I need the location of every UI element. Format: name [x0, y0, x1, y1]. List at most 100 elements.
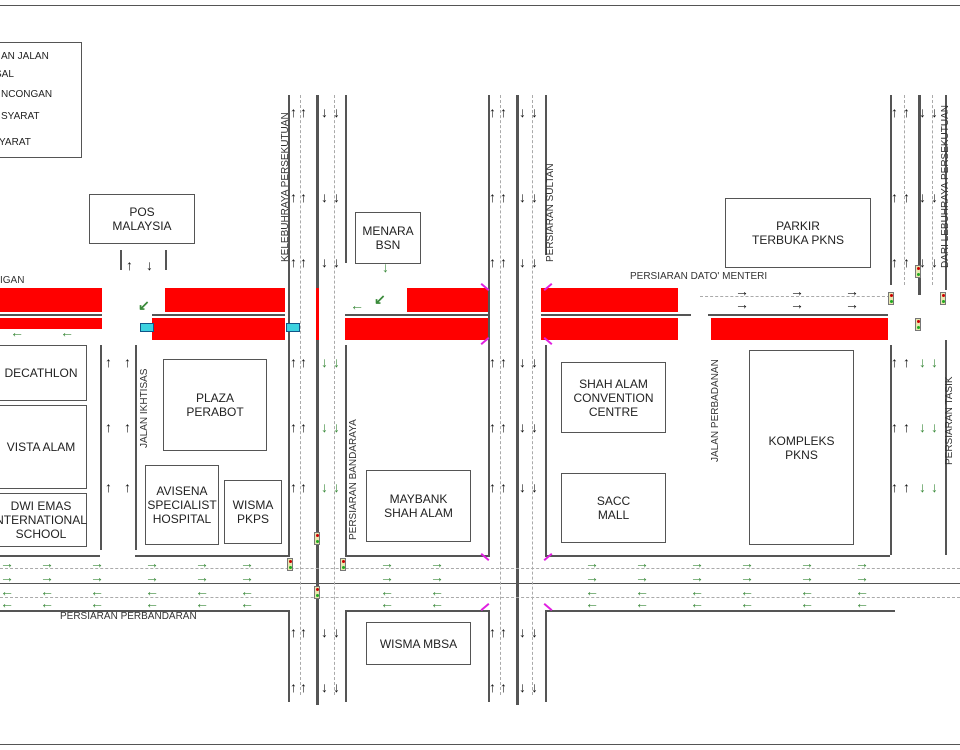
arrow-right-icon: →: [690, 555, 704, 571]
arrow-up-icon: ↑: [124, 479, 131, 495]
road-edge: [345, 612, 347, 702]
arrow-up-icon: ↑: [300, 624, 307, 640]
arrow-up-icon: ↑: [500, 104, 507, 120]
legend-item: AN JALAN: [1, 51, 49, 62]
arrow-right-icon: →: [145, 569, 159, 585]
road-edge: [890, 345, 892, 555]
arrow-down-icon: ↓: [531, 354, 538, 370]
traffic-light-icon: [340, 558, 346, 571]
road-closure: [152, 318, 285, 340]
arrow-right-icon: →: [430, 569, 444, 585]
arrow-right-icon: →: [800, 569, 814, 585]
arrow-up-icon: ↑: [903, 479, 910, 495]
arrow-up-icon: ↑: [300, 254, 307, 270]
arrow-up-icon: ↑: [891, 479, 898, 495]
arrow-up-icon: ↑: [105, 354, 112, 370]
arrow-up-icon: ↑: [105, 479, 112, 495]
arrow-left-icon: ←: [380, 583, 394, 599]
road-edge: [135, 555, 290, 557]
arrow-down-icon: ↓: [931, 354, 938, 370]
arrow-up-icon: ↑: [489, 624, 496, 640]
arrow-left-icon: ←: [0, 595, 14, 611]
arrow-down-icon: ↓: [321, 679, 328, 695]
arrow-down-icon: ↓: [519, 479, 526, 495]
arrow-left-icon: ←: [855, 583, 869, 599]
legend-item: YARAT: [0, 137, 31, 148]
arrow-right-icon: →: [845, 296, 859, 312]
arrow-up-icon: ↑: [300, 679, 307, 695]
arrow-left-icon: ←: [240, 595, 254, 611]
arrow-up-icon: ↑: [489, 679, 496, 695]
traffic-light-icon: [314, 532, 320, 545]
arrow-up-icon: ↑: [500, 419, 507, 435]
building-wisma-mbsa: WISMA MBSA: [366, 622, 471, 665]
arrow-left-icon: ←: [585, 595, 599, 611]
road-edge: [945, 340, 947, 555]
road-edge: [345, 610, 490, 612]
road-edge: [918, 95, 921, 295]
arrow-right-icon: →: [740, 555, 754, 571]
arrow-up-icon: ↑: [891, 254, 898, 270]
arrow-right-icon: →: [735, 296, 749, 312]
road-edge: [345, 345, 347, 555]
arrow-left-icon: ←: [690, 595, 704, 611]
arrow-up-icon: ↑: [500, 624, 507, 640]
arrow-down-icon: ↓: [321, 479, 328, 495]
arrow-right-icon: →: [145, 555, 159, 571]
arrow-left-icon: ←: [40, 583, 54, 599]
arrow-up-icon: ↑: [500, 679, 507, 695]
arrow-right-icon: →: [790, 296, 804, 312]
road-edge: [0, 583, 960, 584]
arrow-right-icon: →: [380, 569, 394, 585]
arrow-left-icon: ←: [0, 583, 14, 599]
arrow-right-icon: →: [635, 555, 649, 571]
arrow-right-icon: →: [195, 569, 209, 585]
arrow-right-icon: →: [40, 555, 54, 571]
arrow-down-icon: ↓: [919, 354, 926, 370]
arrow-right-icon: →: [430, 555, 444, 571]
median: [152, 314, 285, 316]
arrow-up-icon: ↑: [891, 419, 898, 435]
arrow-down-icon: ↓: [321, 254, 328, 270]
road-edge: [945, 95, 947, 290]
arrow-down-icon: ↓: [531, 419, 538, 435]
arrow-up-icon: ↑: [891, 104, 898, 120]
arrow-right-icon: →: [800, 555, 814, 571]
arrow-down-icon: ↓: [333, 104, 340, 120]
road-edge: [0, 610, 290, 612]
arrow-left-icon: ←: [740, 583, 754, 599]
arrow-left-icon: ←: [240, 583, 254, 599]
arrow-right-icon: →: [855, 555, 869, 571]
arrow-left-icon: ←: [195, 583, 209, 599]
arrow-left-icon: ←: [690, 583, 704, 599]
arrow-up-icon: ↑: [500, 354, 507, 370]
arrow-up-icon: ↑: [891, 354, 898, 370]
median: [541, 314, 691, 316]
arrow-down-icon: ↓: [519, 254, 526, 270]
arrow-up-icon: ↑: [290, 104, 297, 120]
traffic-light-icon: [287, 558, 293, 571]
arrow-up-icon: ↑: [290, 479, 297, 495]
arrow-left-icon: ←: [855, 595, 869, 611]
arrow-down-icon: ↓: [531, 679, 538, 695]
arrow-right-icon: →: [845, 283, 859, 299]
lane-divider: [500, 95, 501, 695]
arrow-down-icon: ↓: [919, 104, 926, 120]
arrow-down-icon: ↓: [931, 189, 938, 205]
barrier-flag-icon: [286, 323, 300, 332]
arrow-left-icon: ←: [145, 583, 159, 599]
arrow-up-icon: ↑: [290, 419, 297, 435]
road-edge: [288, 345, 290, 555]
road-label: IGAN: [0, 275, 25, 286]
arrow-down-icon: ↓: [321, 354, 328, 370]
arrow-left-icon: ←: [430, 583, 444, 599]
road-edge: [488, 345, 490, 555]
arrow-down-icon: ↓: [146, 257, 153, 273]
road-edge: [288, 95, 290, 345]
building-sacc-mall: SACC MALL: [561, 473, 666, 543]
building-menara-bsn: MENARA BSN: [355, 212, 421, 264]
arrow-down-icon: ↓: [519, 624, 526, 640]
arrow-right-icon: →: [585, 555, 599, 571]
arrow-up-icon: ↑: [489, 354, 496, 370]
arrow-left-icon: ←: [635, 583, 649, 599]
